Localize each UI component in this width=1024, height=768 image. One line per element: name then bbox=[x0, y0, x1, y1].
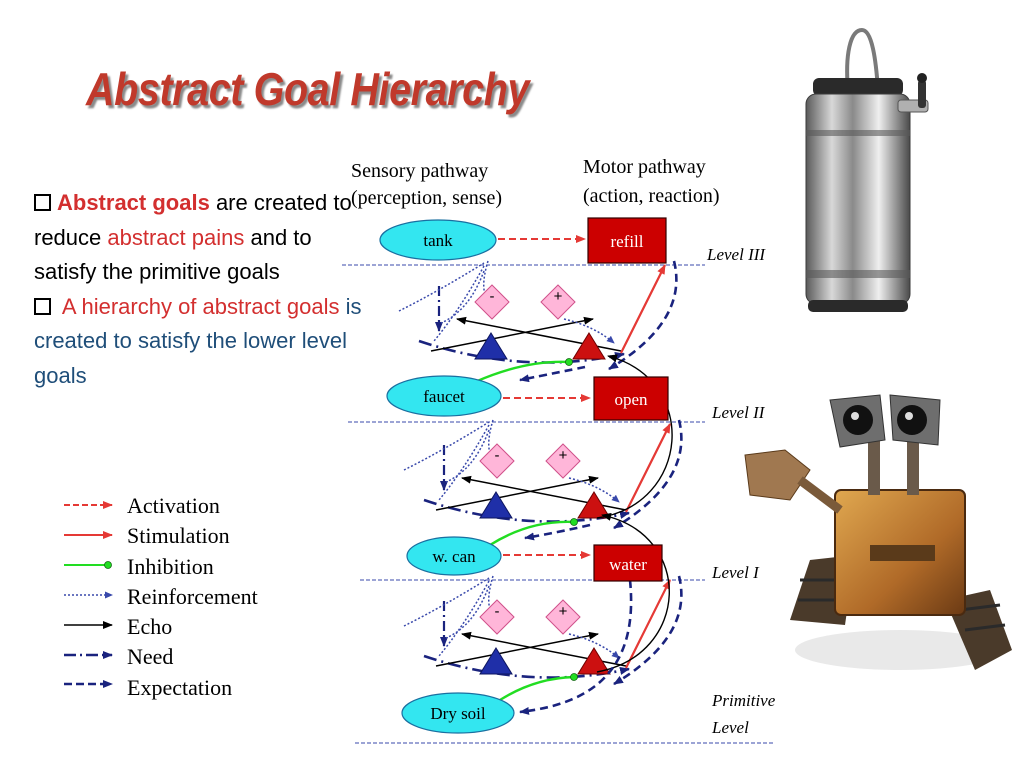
water-node: water bbox=[593, 544, 663, 582]
inhibition-faucet bbox=[474, 358, 573, 384]
minus-label-i: - bbox=[495, 603, 500, 620]
minus-label-iii: - bbox=[490, 288, 495, 305]
level-ii-structure bbox=[404, 420, 681, 528]
water-label: water bbox=[609, 555, 647, 574]
expectation-to-wcan bbox=[524, 523, 591, 541]
level-i-structure bbox=[404, 576, 681, 684]
bullet-1-lead: Abstract goals bbox=[57, 190, 210, 215]
tank-label: tank bbox=[423, 231, 453, 250]
slide-title: Abstract Goal Hierarchy bbox=[86, 63, 530, 115]
bullet-2: A hierarchy of abstract goals is created… bbox=[34, 290, 364, 394]
level-iii-structure bbox=[399, 261, 676, 369]
faucet-label: faucet bbox=[423, 387, 465, 406]
legend-activation: Activation bbox=[127, 493, 220, 518]
checkbox-bullet-icon bbox=[34, 194, 51, 211]
faucet-node: faucet bbox=[386, 375, 502, 417]
plus-label-i: + bbox=[559, 603, 568, 620]
minus-label-ii: - bbox=[495, 447, 500, 464]
robot-image bbox=[744, 394, 1012, 670]
motor-subheading: (action, reaction) bbox=[583, 185, 720, 207]
legend: Activation Stimulation Inhibition Reinfo… bbox=[64, 493, 258, 700]
primitive-level-label: Level bbox=[711, 718, 749, 737]
wcan-node: w. can bbox=[406, 536, 502, 576]
refill-node: refill bbox=[587, 217, 667, 264]
sensory-subheading: (perception, sense) bbox=[351, 187, 502, 209]
bullet-1-text-a: are created to reduce bbox=[34, 190, 352, 250]
expectation-to-faucet bbox=[519, 365, 586, 383]
bullet-2-highlight: A hierarchy of abstract goals bbox=[57, 293, 340, 319]
legend-need: Need bbox=[127, 644, 173, 669]
keg-image bbox=[805, 27, 929, 312]
checkbox-bullet-icon bbox=[34, 297, 51, 315]
bullet-1-text-b: and to satisfy the primitive goals bbox=[34, 224, 312, 285]
legend-stimulation: Stimulation bbox=[127, 523, 230, 548]
drysoil-label: Dry soil bbox=[430, 704, 486, 723]
wcan-label: w. can bbox=[432, 547, 476, 566]
sensory-heading: Sensory pathway bbox=[351, 160, 488, 182]
plus-label-ii: + bbox=[559, 447, 568, 464]
legend-reinforcement: Reinforcement bbox=[127, 584, 258, 609]
echo-arrow-lower bbox=[596, 512, 670, 673]
level-iii-label: Level III bbox=[706, 245, 766, 264]
level-i-label: Level I bbox=[711, 563, 760, 582]
legend-echo: Echo bbox=[127, 614, 172, 639]
refill-label: refill bbox=[610, 232, 643, 251]
echo-arrow-upper bbox=[596, 354, 673, 519]
tank-node: tank bbox=[379, 219, 497, 261]
primitive-label: Primitive bbox=[711, 691, 776, 710]
expectation-to-drysoil bbox=[519, 579, 633, 715]
inhibition-wcan bbox=[489, 518, 578, 547]
bullet-1-highlight: abstract pains bbox=[107, 224, 245, 250]
motor-heading: Motor pathway bbox=[583, 156, 706, 178]
open-node: open bbox=[593, 376, 669, 421]
bullet-2-text: is created to satisfy the lower level go… bbox=[34, 293, 362, 388]
inhibition-drysoil bbox=[499, 673, 578, 702]
level-ii-label: Level II bbox=[711, 403, 766, 422]
bullet-list: Abstract goals are created to reduce abs… bbox=[34, 186, 364, 393]
bullet-1: Abstract goals are created to reduce abs… bbox=[34, 186, 364, 290]
drysoil-node: Dry soil bbox=[401, 692, 515, 734]
legend-expectation: Expectation bbox=[127, 675, 232, 700]
open-label: open bbox=[614, 390, 648, 409]
plus-label-iii: + bbox=[554, 288, 563, 305]
legend-inhibition: Inhibition bbox=[127, 554, 214, 579]
